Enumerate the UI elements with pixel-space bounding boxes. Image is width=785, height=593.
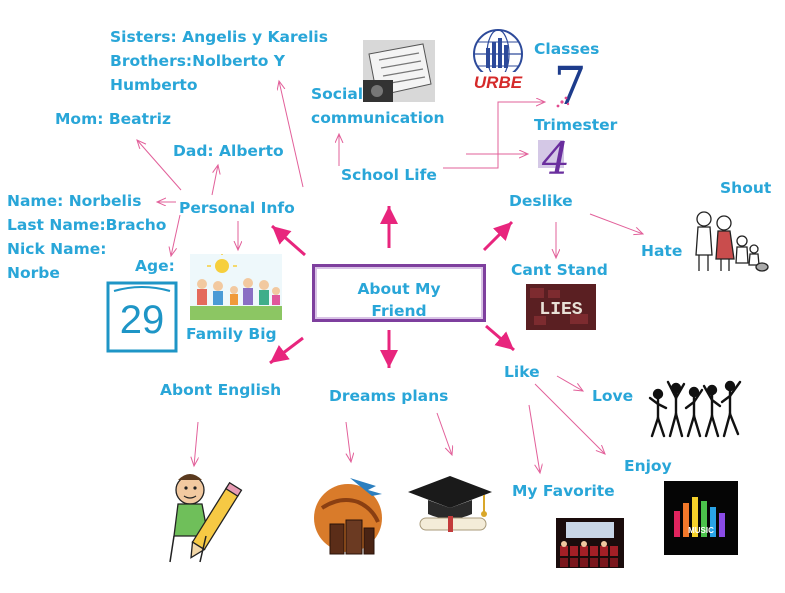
newspaper-graphic	[363, 40, 435, 102]
dad-label: Dad: Alberto	[173, 142, 284, 160]
arrow-to-classes	[443, 102, 545, 169]
arrow-to-plane	[346, 421, 351, 462]
center-line-2: Friend	[371, 302, 427, 320]
school-logo-graphic: URBE	[472, 29, 524, 92]
brothers-label: Brothers:Nolberto Y	[110, 52, 285, 70]
enjoy-label: Enjoy	[624, 457, 672, 475]
arrow-to-enjoy	[534, 383, 605, 454]
school-life-label: School Life	[341, 166, 437, 184]
lies-text: LIES	[539, 300, 582, 320]
school-logo-icon: URBE	[468, 28, 528, 94]
center-line-1: About My	[357, 280, 441, 298]
lies-graphic: LIES	[526, 284, 596, 330]
arrow-to-age	[171, 214, 181, 256]
lies-icon: LIES	[526, 284, 596, 330]
arrow-to-about-english	[269, 336, 304, 365]
cant-stand-label: Cant Stand	[511, 261, 608, 279]
shouting-family-graphic	[695, 211, 769, 272]
classes-number-graphic: 7	[553, 57, 586, 117]
music-icon: MUSIC	[664, 481, 738, 555]
pencil-character-graphic	[169, 474, 243, 563]
classes-number-icon: 7	[548, 57, 588, 117]
music-graphic: MUSIC	[664, 481, 738, 555]
arrow-to-deslike	[482, 220, 514, 252]
graduation-cap-icon	[404, 470, 494, 538]
arrow-to-love	[556, 375, 583, 391]
shouting-family-icon	[690, 205, 770, 275]
dancers-graphic	[648, 380, 742, 438]
dancers-icon	[648, 378, 744, 440]
nick-name-value: Norbe	[7, 264, 60, 282]
center-node	[312, 264, 486, 322]
nick-name-label: Nick Name:	[7, 240, 107, 258]
trimester-number-icon: 4	[536, 134, 576, 185]
social-label: Social	[311, 85, 364, 103]
age-label: Age:	[135, 257, 175, 275]
family-graphic	[190, 251, 282, 320]
trimester-number-graphic: 4	[538, 134, 570, 185]
family-icon	[190, 251, 282, 320]
trimester-label: Trimester	[534, 116, 618, 134]
love-label: Love	[592, 387, 634, 405]
shout-label: Shout	[720, 179, 772, 197]
travel-globe-icon	[310, 472, 386, 560]
arrow-to-personal-info	[271, 224, 306, 257]
graduation-cap-graphic	[408, 476, 492, 532]
arrow-to-dad	[211, 165, 218, 196]
music-text: MUSIC	[688, 526, 714, 535]
age-value-text: 29	[120, 298, 165, 342]
about-english-label: Abont English	[160, 381, 282, 399]
brothers-label-2: Humberto	[110, 76, 198, 94]
arrow-to-my-favorite	[528, 404, 540, 473]
center-node-label: About My Friend	[312, 278, 486, 322]
my-favorite-label: My Favorite	[512, 482, 615, 500]
arrow-to-mom	[137, 140, 182, 191]
cinema-icon	[556, 518, 624, 568]
name-label: Name: Norbelis	[7, 192, 142, 210]
deslike-label: Deslike	[509, 192, 573, 210]
personal-info-label: Personal Info	[179, 199, 295, 217]
dreams-plans-label: Dreams plans	[329, 387, 449, 405]
last-name-label: Last Name:Bracho	[7, 216, 167, 234]
arrow-to-sisters	[279, 81, 304, 188]
mom-label: Mom: Beatriz	[55, 110, 171, 128]
pencil-character-icon	[160, 466, 246, 566]
arrow-to-cap	[436, 412, 452, 455]
sisters-label: Sisters: Angelis y Karelis	[110, 28, 328, 46]
classes-label: Classes	[534, 40, 600, 58]
like-label: Like	[504, 363, 540, 381]
newspaper-icon	[363, 40, 435, 102]
age-sign-icon: 29	[106, 281, 178, 353]
arrow-to-like	[485, 324, 515, 352]
family-big-label: Family Big	[186, 325, 277, 343]
age-sign-graphic: 29	[106, 281, 178, 353]
cinema-graphic	[556, 518, 624, 568]
travel-globe-graphic	[314, 478, 382, 555]
hate-label: Hate	[641, 242, 683, 260]
social-label-2: communication	[311, 109, 445, 127]
arrow-to-pencil	[194, 421, 198, 466]
classes-value-text: 7	[553, 58, 586, 110]
trimester-value-text: 4	[541, 134, 570, 178]
school-logo-text: URBE	[474, 73, 523, 92]
arrow-to-shout	[589, 213, 643, 234]
